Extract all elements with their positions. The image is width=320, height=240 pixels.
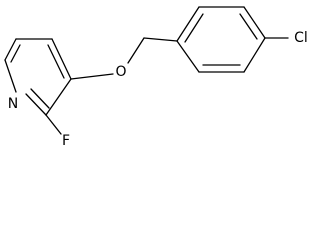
- bond-b3-b4: [243, 6, 266, 39]
- bond-b3-b4-inner: [239, 13, 258, 40]
- bond-c6-n: [4, 59, 17, 93]
- nitrogen-atom-label: N: [8, 96, 18, 112]
- bond-b6-b1: [176, 40, 200, 73]
- bond-n-c2-inner: [30, 88, 50, 109]
- bond-c2-c3: [45, 78, 72, 116]
- fluorine-atom-label: F: [62, 133, 70, 149]
- bond-c5-c6: [4, 38, 17, 61]
- oxygen-atom-label: O: [115, 64, 126, 80]
- bond-c3-c4-inner: [47, 44, 65, 79]
- chlorine-atom-label: Cl: [294, 30, 308, 46]
- bond-c3-c4: [51, 38, 72, 80]
- bond-c5-c6-inner: [10, 44, 21, 63]
- bond-c2-f: [45, 114, 62, 135]
- bond-b1-b2-inner: [184, 13, 204, 43]
- molecule-structure: N F O Cl: [4, 6, 308, 149]
- pyridine-ring: [4, 38, 72, 116]
- benzene-ring: [176, 6, 266, 73]
- bond-ch2-ring: [143, 37, 178, 42]
- bond-c3-o: [70, 73, 114, 80]
- bond-o-ch2: [127, 37, 145, 64]
- bond-b1-b2: [176, 6, 200, 42]
- bond-b4-b5: [243, 37, 266, 73]
- bond-n-c2: [25, 93, 47, 116]
